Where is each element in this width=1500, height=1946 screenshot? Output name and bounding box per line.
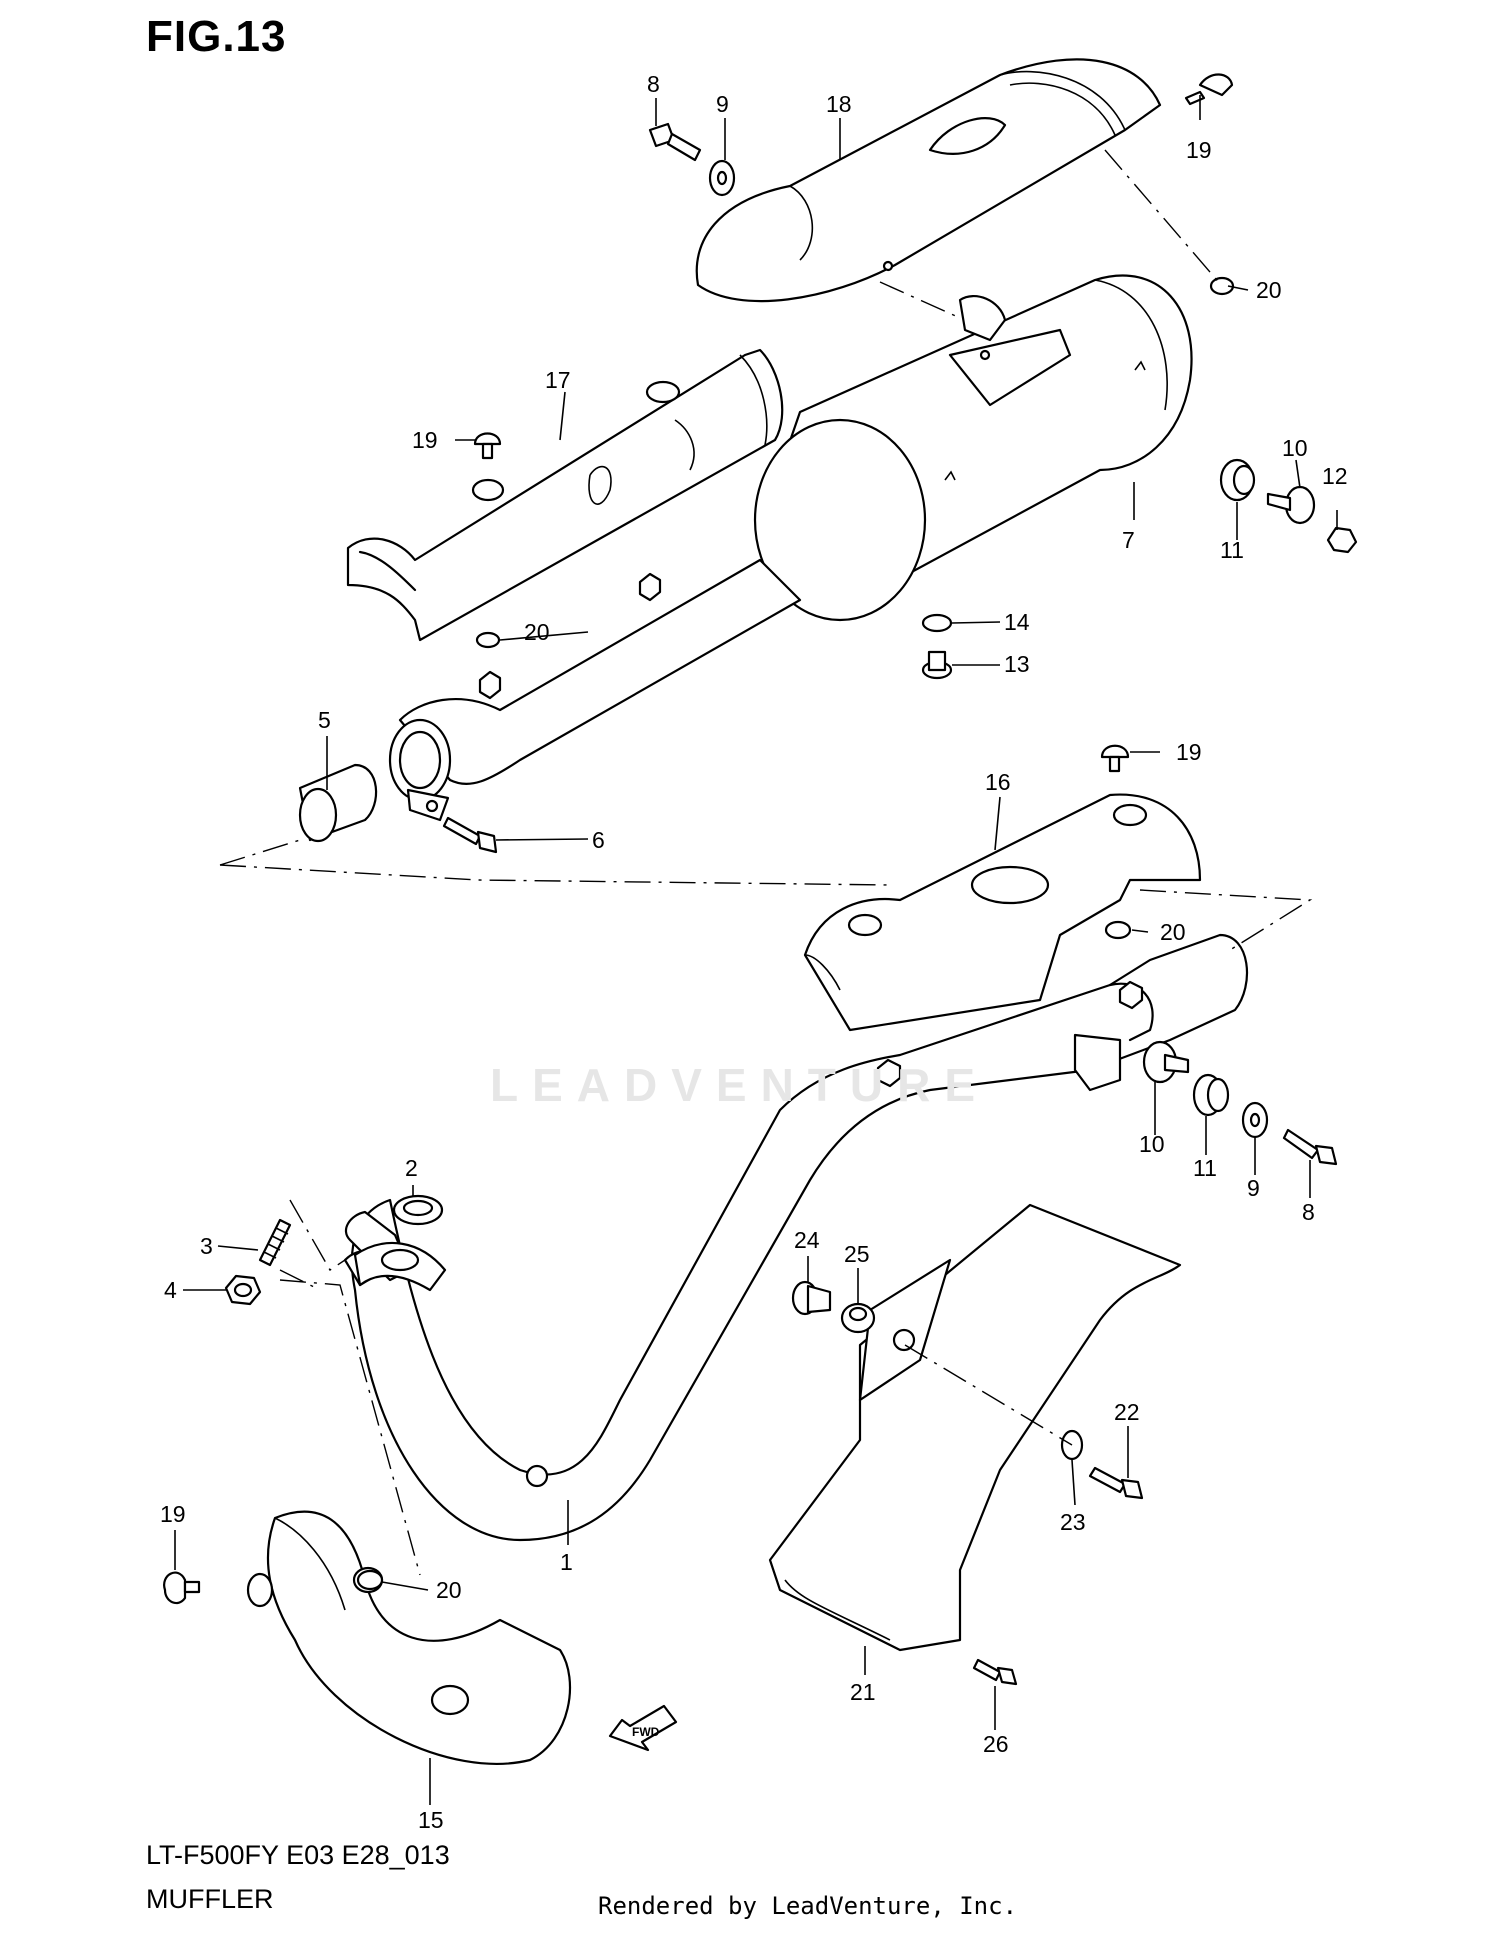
- callout-13: 13: [1004, 651, 1030, 677]
- callout-20: 20: [524, 619, 550, 645]
- callout-7: 7: [1122, 527, 1135, 553]
- model-code: LT-F500FY E03 E28_013: [146, 1840, 450, 1870]
- watermark: LEADVENTURE: [490, 1059, 990, 1111]
- callout-19: 19: [1176, 739, 1202, 765]
- heat-shield-16: [803, 793, 1202, 1032]
- callout-22: 22: [1114, 1399, 1140, 1425]
- callout-18: 18: [826, 91, 852, 117]
- callout-19: 19: [160, 1501, 186, 1527]
- callout-20: 20: [1256, 277, 1282, 303]
- callout-16: 16: [985, 769, 1011, 795]
- callout-25: 25: [844, 1241, 870, 1267]
- nut-4: [224, 1274, 262, 1306]
- callout-21: 21: [850, 1679, 876, 1705]
- callout-9: 9: [716, 91, 729, 117]
- gasket-2: [392, 1194, 444, 1226]
- callout-14: 14: [1004, 609, 1030, 635]
- callout-20: 20: [436, 1577, 462, 1603]
- callout-10: 10: [1139, 1131, 1165, 1157]
- hardware: [163, 73, 1358, 1686]
- stud-bolt-3: [258, 1218, 292, 1267]
- figure-title: FIG.13: [146, 12, 287, 61]
- callout-10: 10: [1282, 435, 1308, 461]
- callout-26: 26: [983, 1731, 1009, 1757]
- exhaust-flange: [344, 1210, 447, 1292]
- callout-labels: 8 9 18 19 20 17 19 10 12 7 11 14 20 13 5…: [160, 71, 1348, 1833]
- forward-arrow-icon: FWD: [608, 1704, 678, 1752]
- muffler-inlet-pipe: [388, 558, 802, 822]
- heat-guard-21: [768, 1203, 1182, 1652]
- fwd-label: FWD: [632, 1725, 660, 1739]
- gasket-5: [298, 763, 378, 843]
- callout-2: 2: [405, 1155, 418, 1181]
- callout-23: 23: [1060, 1509, 1086, 1535]
- callout-24: 24: [794, 1227, 820, 1253]
- callout-6: 6: [592, 827, 605, 853]
- callout-19: 19: [1186, 137, 1212, 163]
- callout-11: 11: [1220, 537, 1244, 563]
- callout-1: 1: [560, 1549, 573, 1575]
- callout-17: 17: [545, 367, 571, 393]
- callout-5: 5: [318, 707, 331, 733]
- callout-8: 8: [647, 71, 660, 97]
- heat-shield-17: [346, 348, 784, 642]
- heat-shield-15: [246, 1510, 572, 1765]
- callout-20: 20: [1160, 919, 1186, 945]
- callout-15: 15: [418, 1807, 444, 1833]
- callout-19: 19: [412, 427, 438, 453]
- render-credit: Rendered by LeadVenture, Inc.: [598, 1892, 1018, 1920]
- callout-9: 9: [1247, 1175, 1260, 1201]
- leader-lines: [174, 95, 1338, 1805]
- exhaust-pipe-1: [343, 933, 1249, 1542]
- section-name: MUFFLER: [146, 1884, 274, 1914]
- callout-12: 12: [1322, 463, 1348, 489]
- muffler-7: [753, 274, 1193, 622]
- phantom-lines: [219, 149, 1313, 1576]
- callout-8: 8: [1302, 1199, 1315, 1225]
- callout-3: 3: [200, 1233, 213, 1259]
- callout-4: 4: [164, 1277, 177, 1303]
- callout-11: 11: [1193, 1155, 1217, 1181]
- heat-shield-18: [695, 58, 1162, 303]
